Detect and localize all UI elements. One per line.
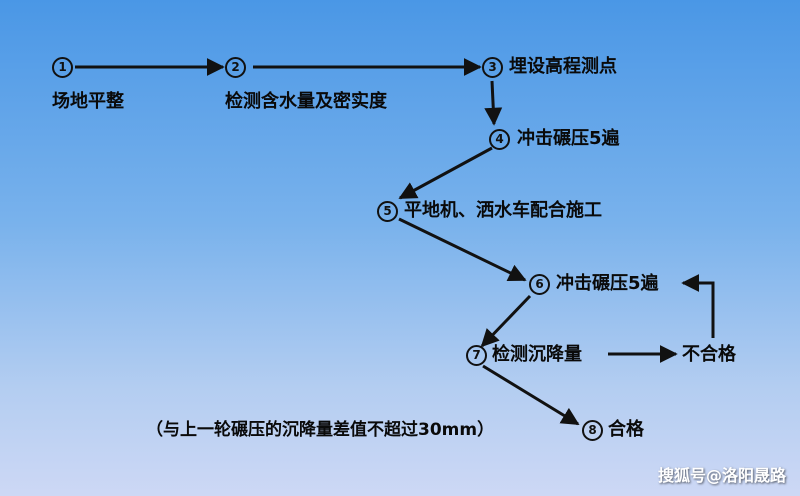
condition-note: （与上一轮碾压的沉降量差值不超过30mm）	[146, 420, 495, 440]
step-label-6: 冲击碾压5遍	[556, 273, 659, 294]
arrow-3-to-4	[484, 80, 503, 126]
arrow-7-to-8	[482, 364, 580, 426]
step-number-3: 3	[482, 57, 503, 78]
step-number-1: 1	[52, 57, 73, 78]
step-label-1: 场地平整	[52, 91, 124, 112]
arrow-6-to-7	[480, 294, 532, 348]
step-label-4: 冲击碾压5遍	[517, 128, 620, 149]
step-number-5: 5	[377, 201, 398, 222]
step-label-2: 检测含水量及密实度	[225, 91, 387, 112]
fail-label: 不合格	[682, 344, 736, 365]
step-label-3: 埋设高程测点	[509, 56, 617, 77]
arrow-fail-to-6	[681, 274, 715, 338]
step-label-5: 平地机、洒水车配合施工	[404, 200, 602, 221]
step-number-2: 2	[225, 57, 246, 78]
step-number-8: 8	[582, 420, 603, 441]
watermark: 搜狐号@洛阳晟路	[657, 466, 786, 485]
step-label-8: 合格	[608, 419, 644, 440]
step-number-6: 6	[529, 274, 550, 295]
arrow-5-to-6	[398, 217, 527, 282]
step-label-7: 检测沉降量	[492, 344, 582, 365]
arrow-4-to-5	[398, 146, 493, 200]
step-number-7: 7	[466, 345, 487, 366]
step-number-4: 4	[489, 129, 510, 150]
